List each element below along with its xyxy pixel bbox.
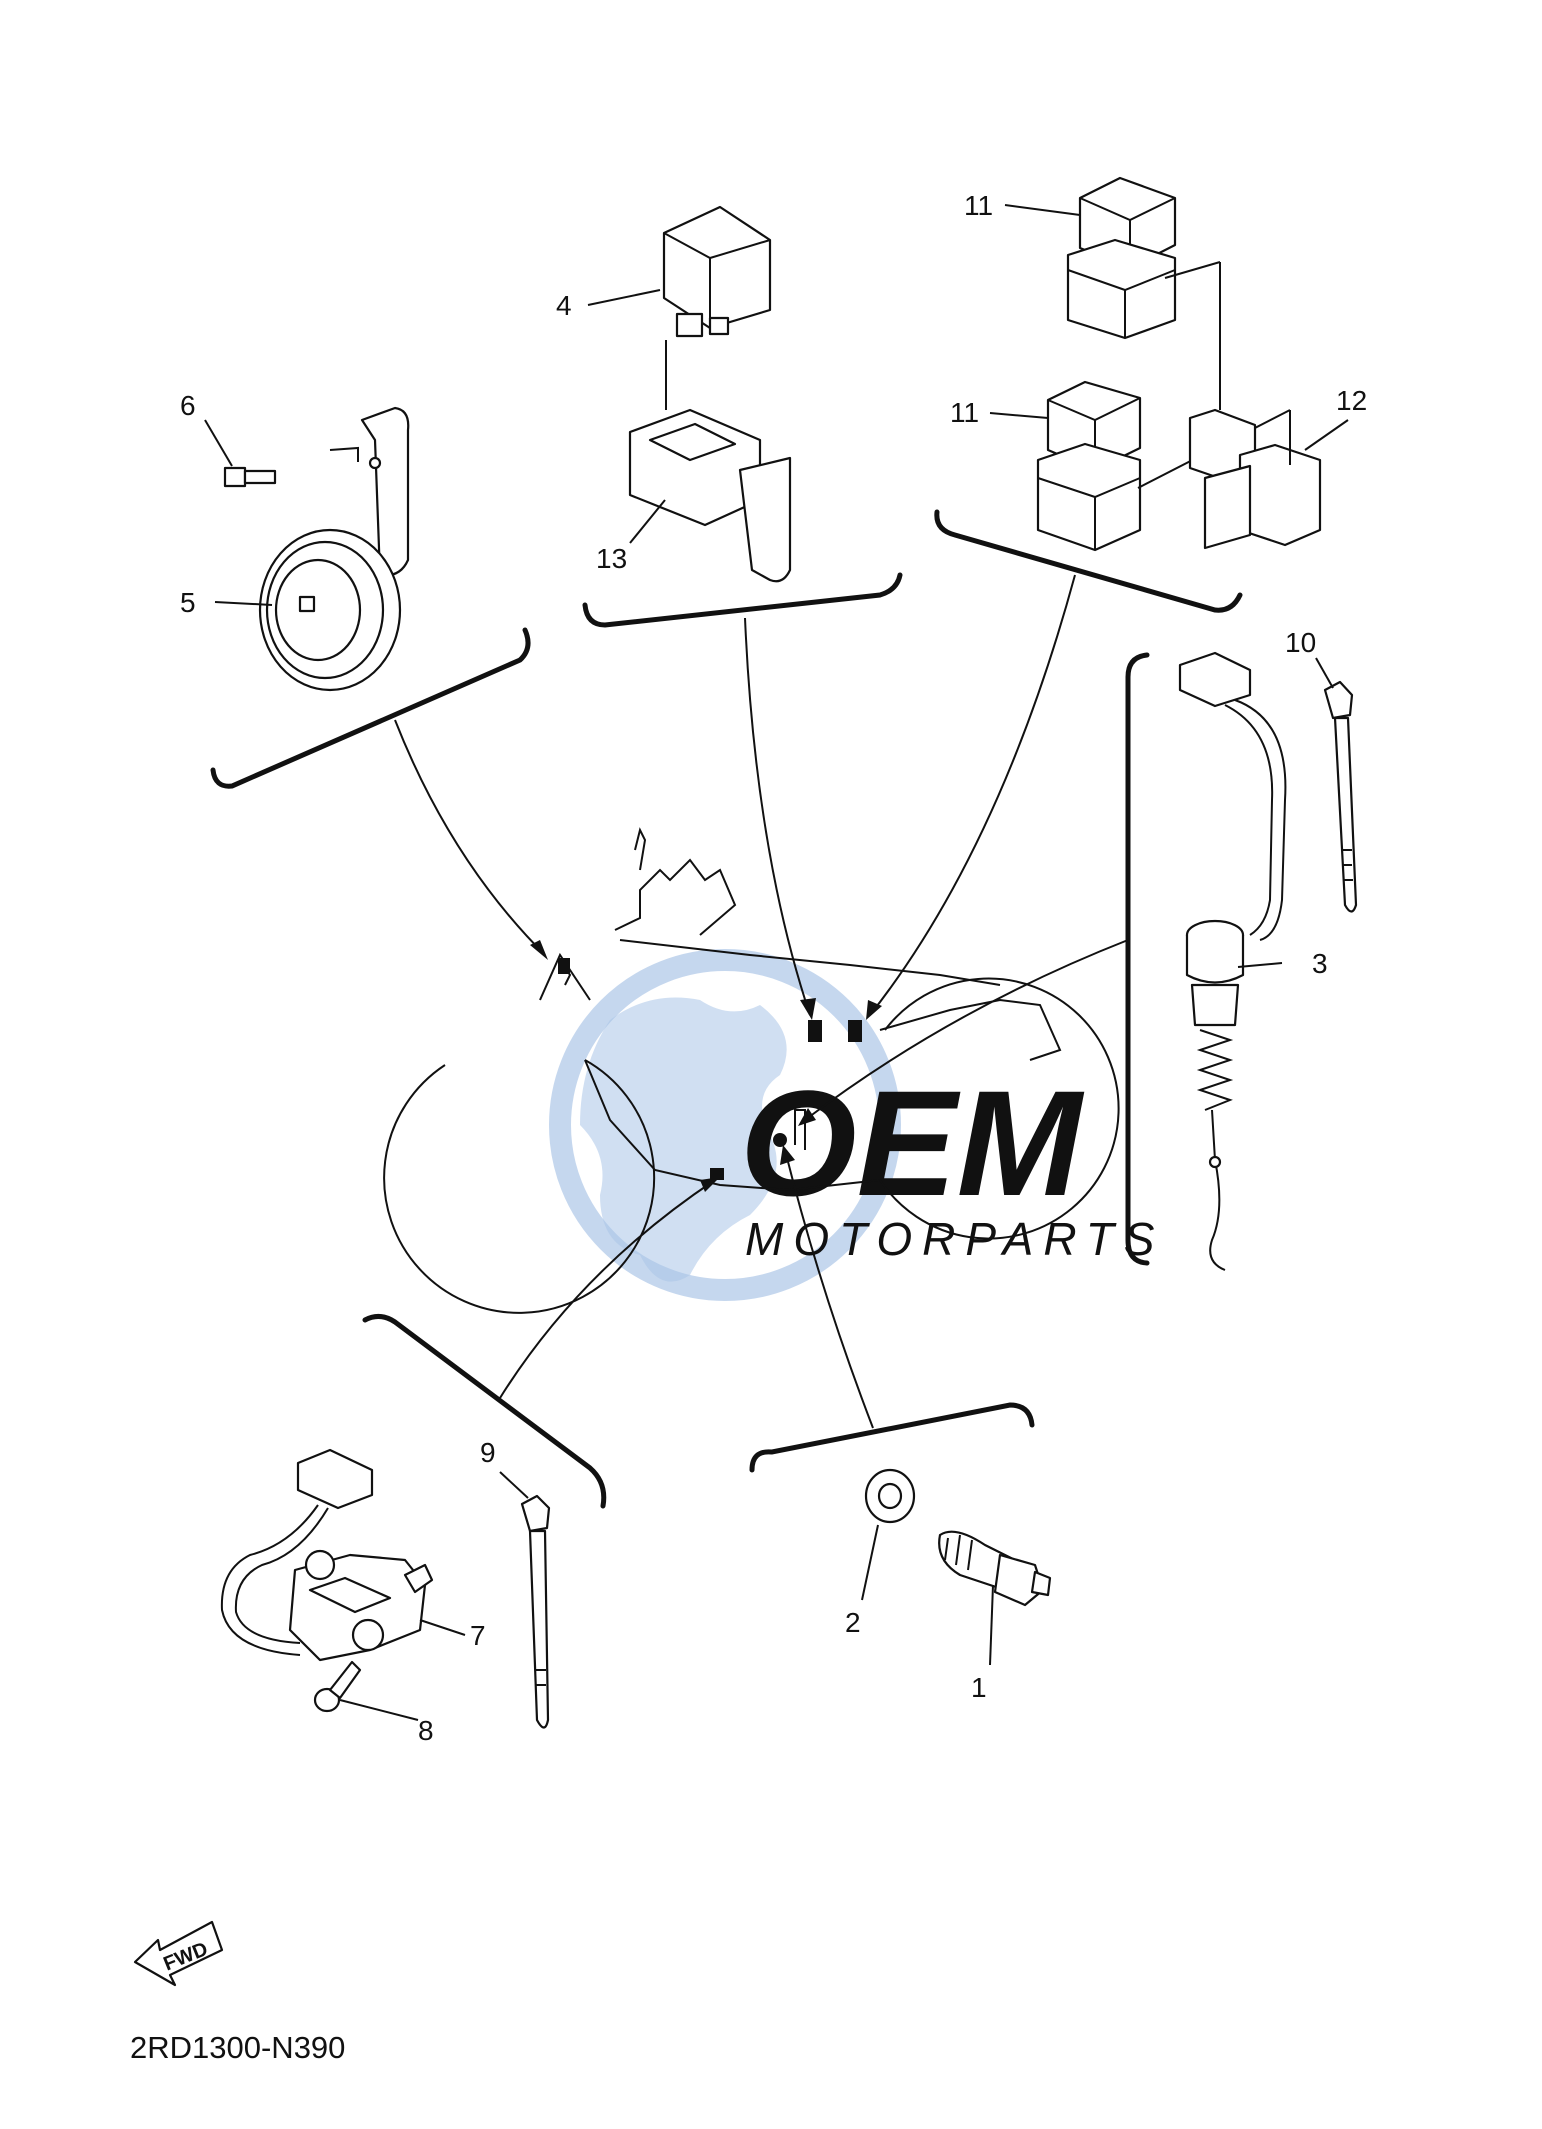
callout-6: 6 [180, 390, 196, 421]
callout-2: 2 [845, 1607, 861, 1638]
starter-relay-upper [1066, 176, 1221, 410]
callout-4: 4 [556, 290, 572, 321]
horn-bolt [223, 466, 277, 488]
relay-location-mark-right [848, 1020, 862, 1042]
horn-assembly [223, 406, 410, 692]
diagram-code: 2RD1300-N390 [130, 2030, 345, 2065]
relay-holder-double [1188, 408, 1322, 550]
callout-13: 13 [596, 543, 627, 574]
callout-8: 8 [418, 1715, 434, 1746]
watermark-continents [580, 997, 787, 1282]
callout-11-lower: 11 [950, 397, 979, 428]
callout-1: 1 [971, 1672, 987, 1703]
callout-3: 3 [1312, 948, 1328, 979]
speed-sensor-assembly [220, 1448, 434, 1713]
grouping-brackets [210, 509, 1243, 1509]
motorcycle-silhouette [383, 827, 1120, 1314]
callout-10: 10 [1285, 627, 1316, 658]
fwd-arrow: FWD [133, 1920, 224, 1987]
watermark: OEM MOTORPARTS [549, 949, 1164, 1301]
watermark-sub-text: MOTORPARTS [745, 1213, 1164, 1265]
callout-9: 9 [480, 1437, 496, 1468]
callout-leaders [204, 204, 1349, 1721]
screw [313, 1660, 362, 1713]
fuel-cut-relay [662, 205, 772, 330]
cable-tie-left [520, 1494, 551, 1729]
thermo-switch-assembly [1178, 651, 1287, 1271]
callout-11-upper: 11 [964, 190, 993, 221]
relay-location-mark-left [808, 1020, 822, 1042]
oil-switch-location [773, 1133, 787, 1147]
watermark-globe [549, 949, 901, 1301]
location-arrows [394, 574, 1129, 1429]
callout-12: 12 [1336, 385, 1367, 416]
fuel-cut-relay-assembly [628, 205, 792, 583]
callout-5: 5 [180, 587, 196, 618]
watermark-main-text: OEM [740, 1059, 1085, 1227]
oil-switch-assembly [864, 1468, 1052, 1607]
starter-relay-assembly [1036, 176, 1322, 552]
cable-tie-right [1323, 680, 1358, 913]
callout-numbers: 1 2 3 4 5 6 7 8 9 10 11 11 12 13 [180, 190, 1367, 1746]
callout-7: 7 [470, 1620, 486, 1651]
